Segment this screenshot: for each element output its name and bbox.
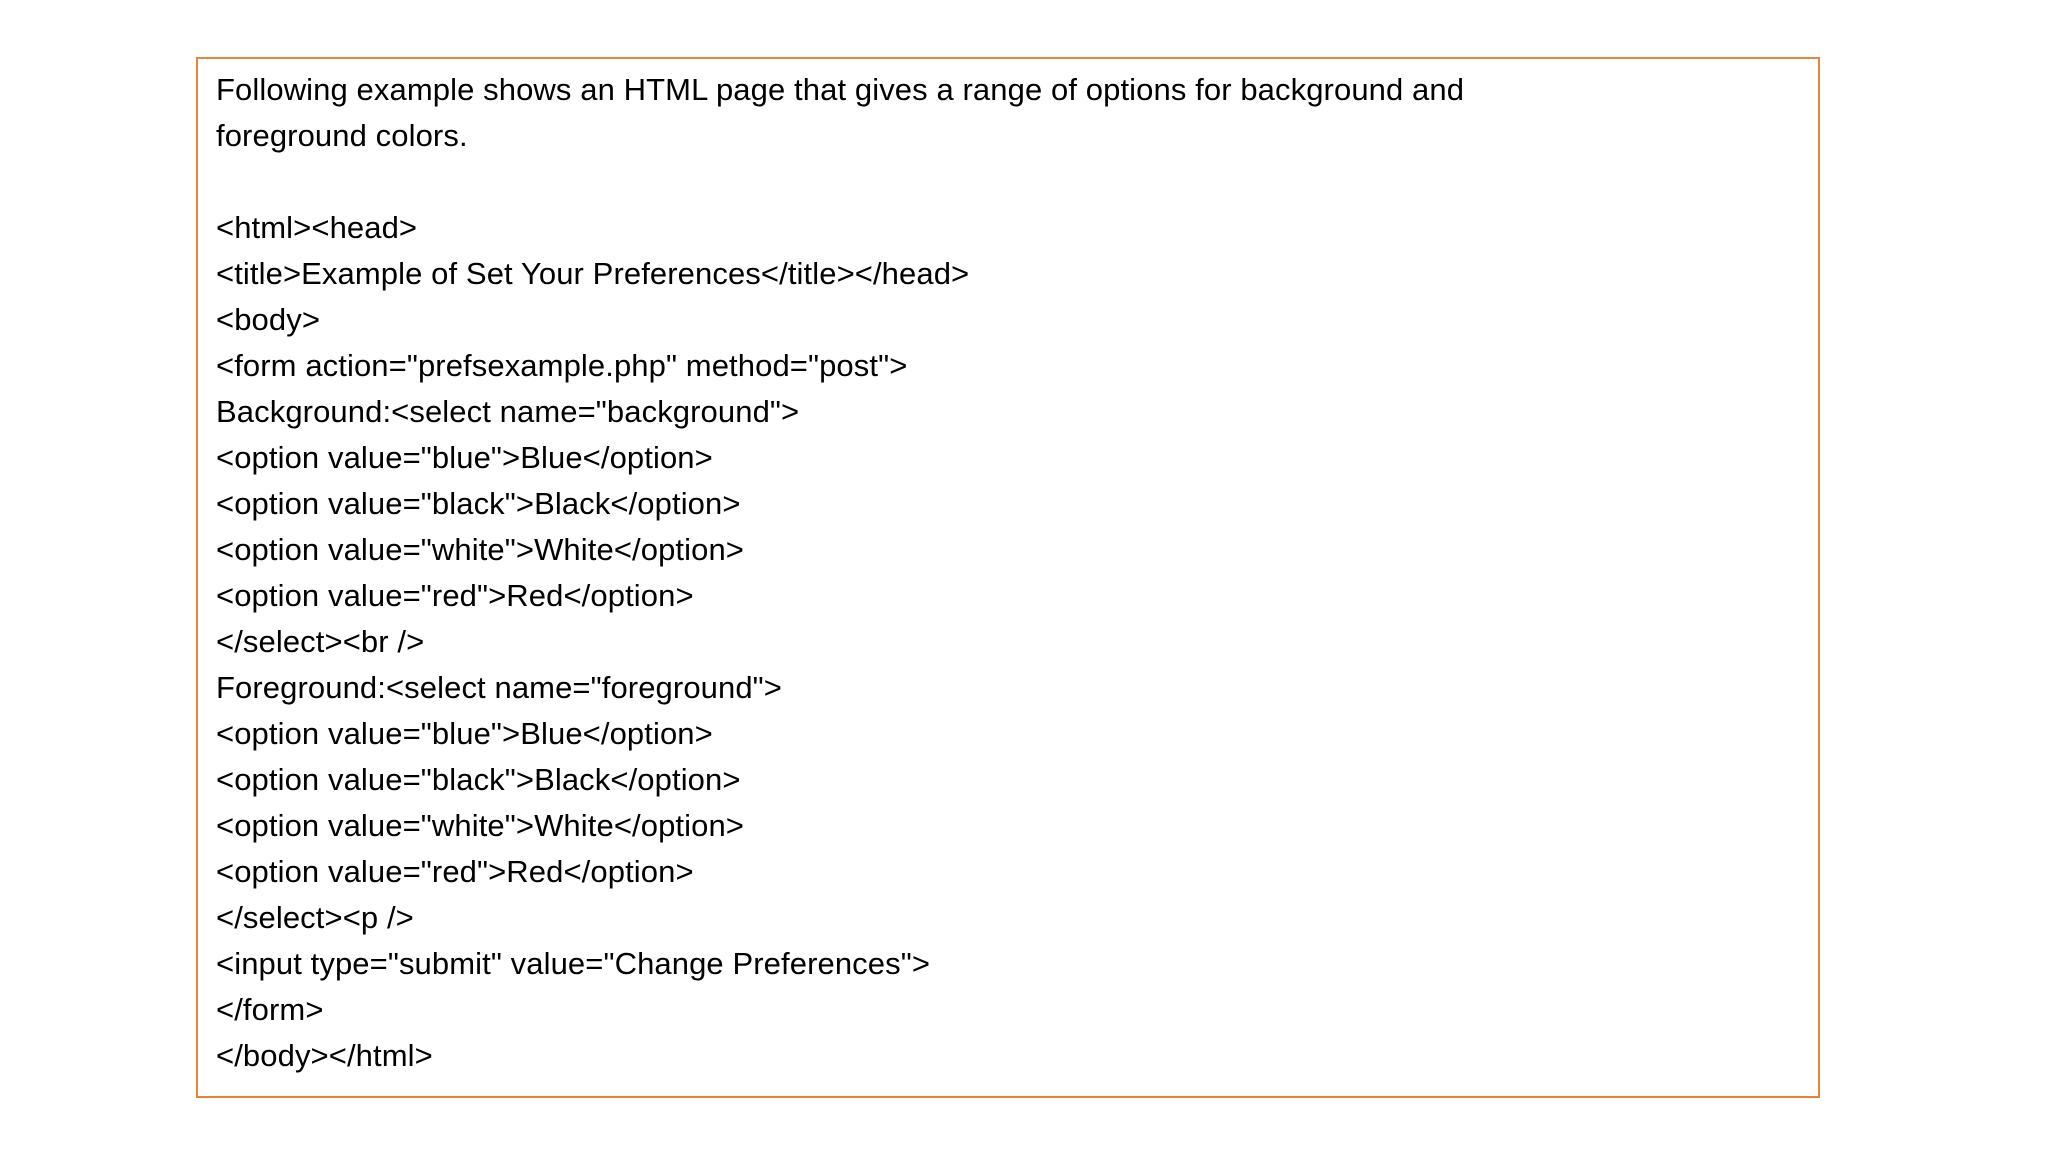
code-line: Foreground:<select name="foreground"> — [216, 670, 782, 705]
code-line: <option value="white">White</option> — [216, 808, 744, 843]
code-line: <option value="red">Red</option> — [216, 854, 694, 889]
code-line: <option value="white">White</option> — [216, 532, 744, 567]
code-line: </select><p /> — [216, 900, 414, 935]
code-line: <body> — [216, 302, 321, 337]
code-line: <option value="red">Red</option> — [216, 578, 694, 613]
spacer-line — [216, 159, 1804, 205]
code-line: <input type="submit" value="Change Prefe… — [216, 946, 931, 981]
intro-paragraph: Following example shows an HTML page tha… — [216, 72, 1465, 153]
code-line: <option value="blue">Blue</option> — [216, 716, 713, 751]
code-line: <option value="black">Black</option> — [216, 762, 741, 797]
code-block: <html><head> <title>Example of Set Your … — [216, 205, 1804, 1079]
code-line: <form action="prefsexample.php" method="… — [216, 348, 908, 383]
text-body: Following example shows an HTML page tha… — [216, 67, 1804, 1079]
code-line: </form> — [216, 992, 324, 1027]
code-line: </body></html> — [216, 1038, 433, 1073]
code-line: <title>Example of Set Your Preferences</… — [216, 256, 970, 291]
content-box: Following example shows an HTML page tha… — [196, 57, 1820, 1098]
code-line: <option value="blue">Blue</option> — [216, 440, 713, 475]
code-line: <option value="black">Black</option> — [216, 486, 741, 521]
code-line: <html><head> — [216, 210, 418, 245]
code-line: Background:<select name="background"> — [216, 394, 800, 429]
code-line: </select><br /> — [216, 624, 425, 659]
